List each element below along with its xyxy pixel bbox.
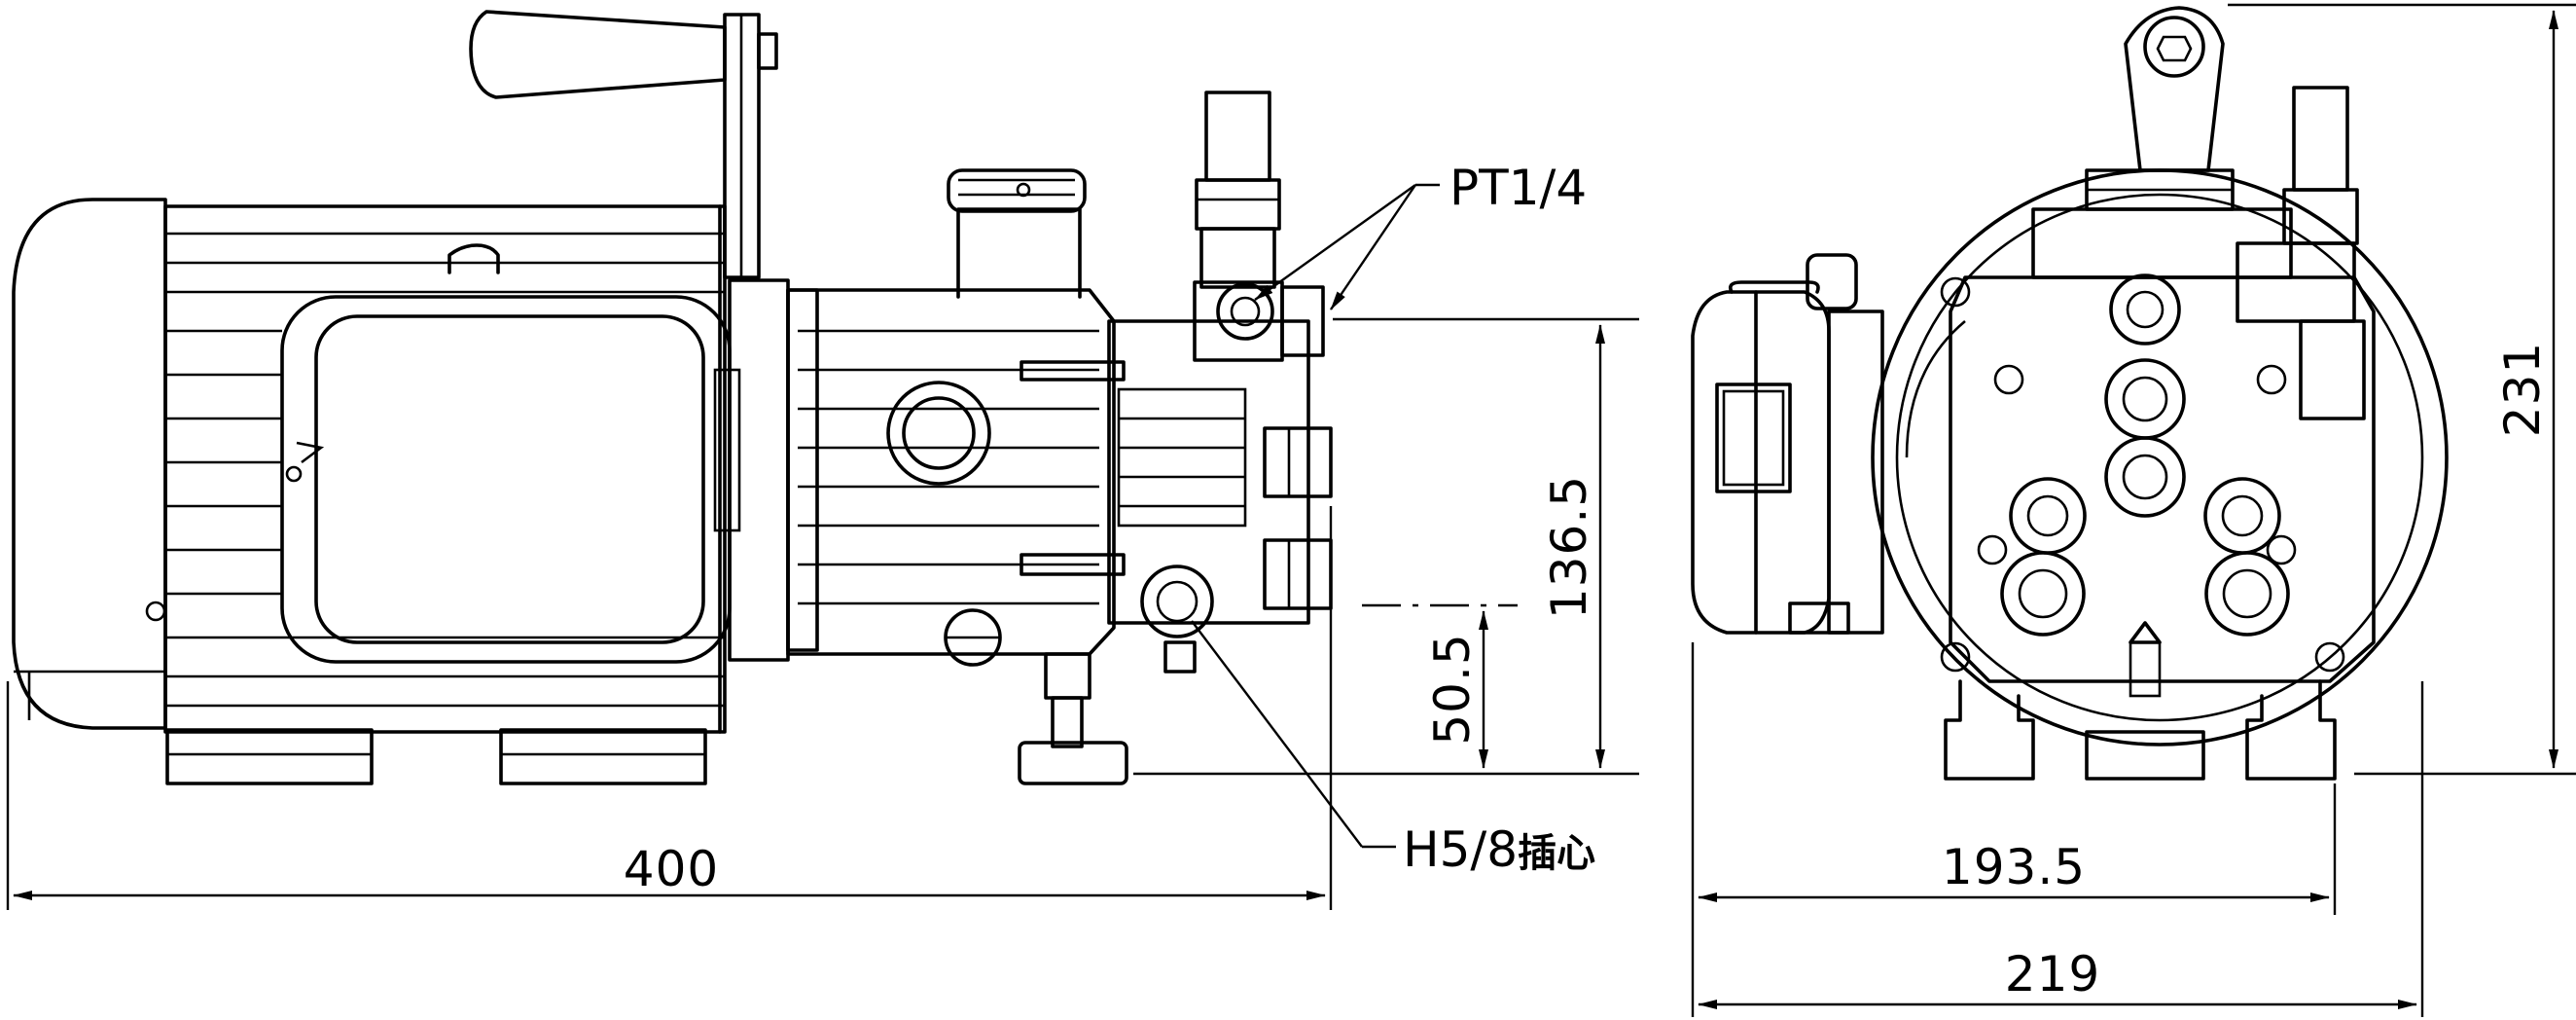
drain-plug: [944, 608, 1128, 785]
dim-height-outlet-label: 136.5: [1541, 475, 1597, 619]
unloader-valve: [1193, 91, 1325, 362]
handle-end: [2124, 6, 2225, 172]
front-unloader-valve: [2236, 86, 2366, 420]
motor-feet: [165, 728, 707, 785]
motor-end-cap: [12, 198, 167, 730]
front-feet: [1944, 679, 2337, 781]
pump-head: [1020, 319, 1333, 625]
inlet-fitting: [1140, 565, 1214, 674]
inlet-port-size: H5/8: [1403, 821, 1518, 878]
motor-body: [163, 204, 727, 734]
dim-height-inlet-label: 50.5: [1424, 633, 1481, 745]
inlet-port-callout: H5/8插心: [1403, 821, 1595, 878]
dim-width-overall-label: 219: [2005, 946, 2100, 1002]
outlet-port-callout: PT1/4: [1449, 160, 1587, 216]
callout-leaders: [1191, 183, 1440, 849]
inlet-port-suffix: 插心: [1518, 831, 1595, 876]
pump-crankcase: [786, 288, 1116, 656]
dimension-lines: [6, 3, 2576, 1017]
dim-length-overall-label: 400: [624, 841, 719, 897]
front-pump-body: [1940, 168, 2376, 698]
front-view: [1691, 6, 2449, 781]
dim-width-frame-label: 193.5: [1942, 839, 2086, 895]
lifting-handle: [469, 10, 778, 279]
side-view: [12, 10, 1333, 785]
terminal-box: [280, 295, 741, 664]
dim-height-overall-label: 231: [2494, 342, 2551, 437]
oil-cap: [947, 168, 1087, 299]
motor-side-box: [1691, 253, 1884, 635]
